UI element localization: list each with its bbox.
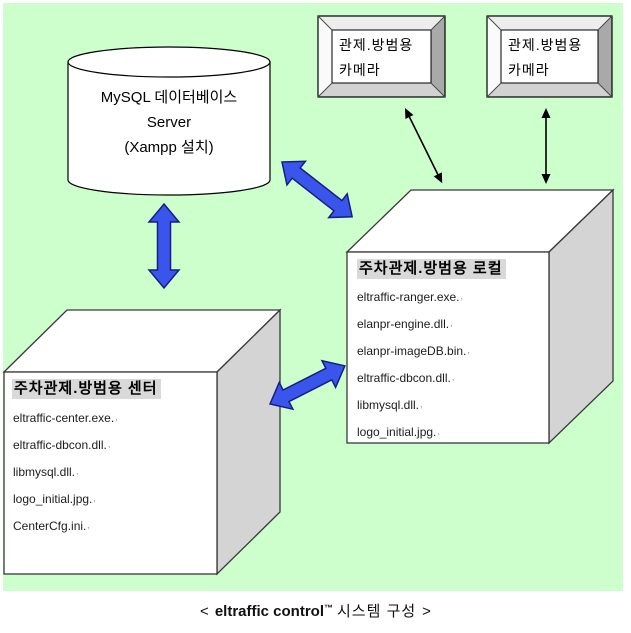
file-name: libmysql.dll. xyxy=(357,398,420,412)
center-node-file-list: eltraffic-center.exe., eltraffic-dbcon.d… xyxy=(13,405,118,540)
file-item: eltraffic-center.exe., xyxy=(13,405,118,432)
db-local-arrow xyxy=(281,160,354,219)
camera-1-label-line2: 카메라 xyxy=(339,62,381,78)
file-item: elanpr-engine.dll., xyxy=(357,311,470,338)
file-name: eltraffic-dbcon.dll. xyxy=(13,438,107,452)
file-name: elanpr-engine.dll. xyxy=(357,317,450,331)
paragraph-mark: , xyxy=(451,372,455,382)
paragraph-mark: , xyxy=(460,291,464,301)
database-label: MySQL 데이터베이스 Server (Xampp 설치) xyxy=(68,85,270,160)
file-item: logo_initial.jpg., xyxy=(13,486,118,513)
camera-2-label-line2: 카메라 xyxy=(508,62,550,78)
file-name: elanpr-imageDB.bin. xyxy=(357,344,467,358)
center-local-arrow xyxy=(268,359,346,411)
camera1-local-arrow xyxy=(405,108,443,184)
camera-1-label-line1: 관제.방범용 xyxy=(339,37,414,53)
camera-1-frame xyxy=(317,15,446,98)
file-item: eltraffic-dbcon.dll., xyxy=(357,365,470,392)
db-center-arrow xyxy=(147,202,181,290)
file-item: libmysql.dll., xyxy=(13,459,118,486)
file-item: eltraffic-dbcon.dll., xyxy=(13,432,118,459)
local-node-file-list: eltraffic-ranger.exe., elanpr-engine.dll… xyxy=(357,284,470,446)
paragraph-mark: , xyxy=(115,412,118,422)
paragraph-mark: , xyxy=(87,520,90,530)
paragraph-mark: , xyxy=(107,439,111,449)
caption-label: 시스템 구성 xyxy=(337,603,417,620)
caption-brand: eltraffic control xyxy=(214,603,324,620)
file-item: libmysql.dll., xyxy=(357,392,470,419)
figure-caption: < eltraffic control™ 시스템 구성 > xyxy=(0,600,631,621)
file-item: eltraffic-ranger.exe., xyxy=(357,284,470,311)
file-name: eltraffic-dbcon.dll. xyxy=(357,371,451,385)
paragraph-mark: , xyxy=(437,426,440,436)
file-name: CenterCfg.ini. xyxy=(13,519,87,533)
paragraph-mark: , xyxy=(420,399,423,409)
file-item: CenterCfg.ini., xyxy=(13,513,118,540)
center-node-title: 주차관제.방범용 센터 xyxy=(12,377,161,399)
file-name: logo_initial.jpg. xyxy=(13,492,93,506)
center-node-title-text: 주차관제.방범용 센터 xyxy=(12,379,161,399)
file-name: logo_initial.jpg. xyxy=(357,425,437,439)
local-node-title: 주차관제.방범용 로컬 xyxy=(357,257,506,279)
database-label-line3: (Xampp 설치) xyxy=(124,139,214,156)
file-name: eltraffic-ranger.exe. xyxy=(357,290,460,304)
paragraph-mark: , xyxy=(93,493,96,503)
camera-2-label: 관제.방범용 카메라 xyxy=(508,33,600,83)
file-item: logo_initial.jpg., xyxy=(357,419,470,446)
file-item: elanpr-imageDB.bin., xyxy=(357,338,470,365)
camera-2-label-line1: 관제.방범용 xyxy=(508,37,583,53)
local-server-cube-shape xyxy=(345,188,615,445)
trademark-symbol: ™ xyxy=(324,603,333,613)
database-cylinder-shape xyxy=(67,46,271,196)
database-label-line1: MySQL 데이터베이스 xyxy=(100,89,238,106)
file-name: eltraffic-center.exe. xyxy=(13,411,115,425)
camera2-local-arrow xyxy=(541,108,551,184)
caption-close-bracket: > xyxy=(422,603,431,620)
center-server-cube-shape xyxy=(2,308,282,576)
camera-1-label: 관제.방범용 카메라 xyxy=(339,33,431,83)
paragraph-mark: , xyxy=(450,318,453,328)
paragraph-mark: , xyxy=(467,345,470,355)
file-name: libmysql.dll. xyxy=(13,465,76,479)
paragraph-mark: , xyxy=(76,466,79,476)
database-label-line2: Server xyxy=(146,114,192,131)
caption-open-bracket: < xyxy=(200,603,209,620)
camera-2-frame xyxy=(486,15,613,98)
local-node-title-text: 주차관제.방범용 로컬 xyxy=(357,259,506,279)
